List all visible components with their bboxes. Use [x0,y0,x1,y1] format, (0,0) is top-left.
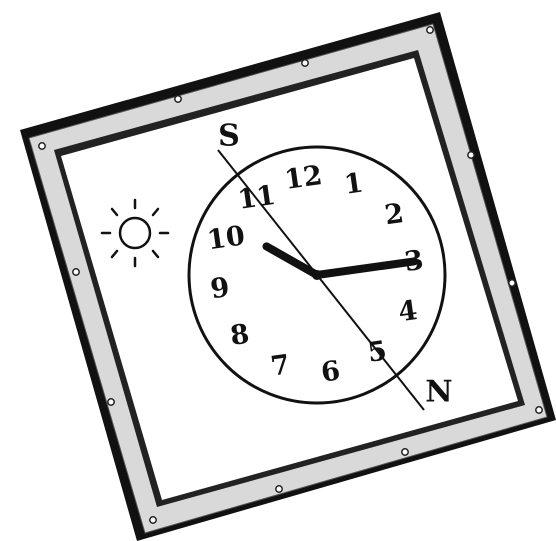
rivet [427,27,433,33]
numeral-12: 12 [283,160,325,196]
clock-center [312,270,322,280]
rivet [276,486,282,492]
rivet [536,407,542,413]
numeral-10: 10 [205,220,247,256]
rivet [509,280,515,286]
rivet [108,399,114,405]
rivet [402,449,408,455]
rivet [150,517,156,523]
rivet [73,269,79,275]
rivet [175,96,181,102]
rivet [39,143,45,149]
north-label: N [425,375,452,410]
rivet [302,60,308,66]
rivet [468,152,474,158]
south-label: S [218,119,240,154]
